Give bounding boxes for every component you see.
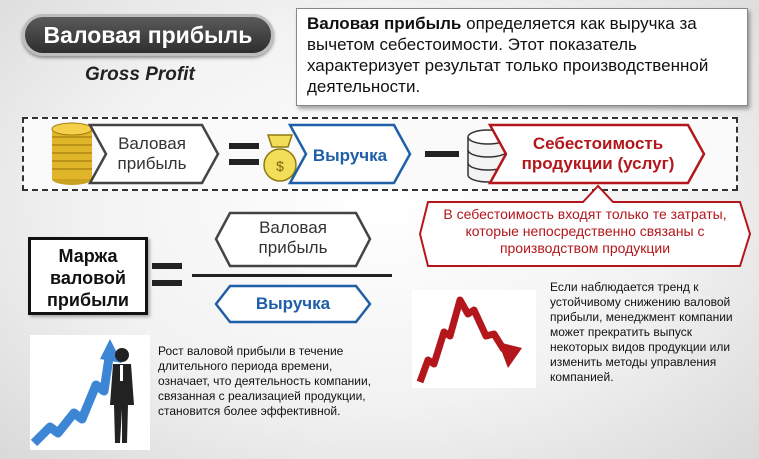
gross-profit-label: Валовая прибыль xyxy=(98,134,206,174)
denominator-label: Выручка xyxy=(255,294,331,313)
definition-term: Валовая прибыль xyxy=(307,14,462,33)
coins-icon xyxy=(51,122,93,185)
money-bag-icon: $ xyxy=(263,134,297,182)
page-subtitle: Gross Profit xyxy=(85,64,195,85)
margin-shapes xyxy=(214,211,372,324)
definition-text: определяется как выручка за вычетом себе… xyxy=(307,14,709,96)
numerator-line1: Валовая xyxy=(259,218,327,237)
margin-equals-bottom xyxy=(152,280,182,286)
growth-image xyxy=(30,335,150,450)
cost-note: В себестоимость входят только те затраты… xyxy=(443,206,727,256)
denominator-hexagon xyxy=(214,284,372,324)
definition-box: Валовая прибыль определяется как выручка… xyxy=(296,8,748,106)
gross-profit-line1: Валовая xyxy=(118,134,186,153)
margin-label-box: Маржа валовой прибыли xyxy=(28,237,148,315)
gross-profit-line2: прибыль xyxy=(117,154,187,173)
minus-sign xyxy=(425,151,459,157)
cost-label: Себестоимость продукции (услуг) xyxy=(500,134,696,174)
revenue-chevron xyxy=(287,123,412,185)
growth-text: Рост валовой прибыли в течение длительно… xyxy=(158,344,372,418)
businessman-icon xyxy=(110,348,134,443)
numerator-line2: прибыль xyxy=(258,238,328,257)
svg-text:$: $ xyxy=(276,158,284,174)
margin-equals-top xyxy=(152,263,182,269)
equals-sign-bottom xyxy=(229,159,259,165)
cost-chevron xyxy=(487,123,706,185)
equals-sign-top xyxy=(229,143,259,149)
cost-note-callout xyxy=(418,184,752,267)
fraction-line xyxy=(192,274,392,277)
cost-line2: продукции (услуг) xyxy=(521,154,675,173)
gross-profit-chevron xyxy=(87,123,220,185)
margin-label-line1: Маржа xyxy=(58,246,118,266)
decline-text: Если наблюдается тренд к устойчивому сни… xyxy=(550,280,733,384)
numerator-hexagon xyxy=(214,211,372,268)
decline-image xyxy=(412,290,536,388)
margin-label-line3: прибыли xyxy=(47,290,129,310)
revenue-label: Выручка xyxy=(312,146,388,165)
decline-arrow-icon xyxy=(416,296,522,384)
margin-label-line2: валовой xyxy=(50,268,126,288)
cost-line1: Себестоимость xyxy=(532,134,664,153)
page-title: Валовая прибыль xyxy=(22,14,274,56)
formula-shapes: $ xyxy=(51,122,706,185)
numerator-label: Валовая прибыль xyxy=(220,218,366,258)
